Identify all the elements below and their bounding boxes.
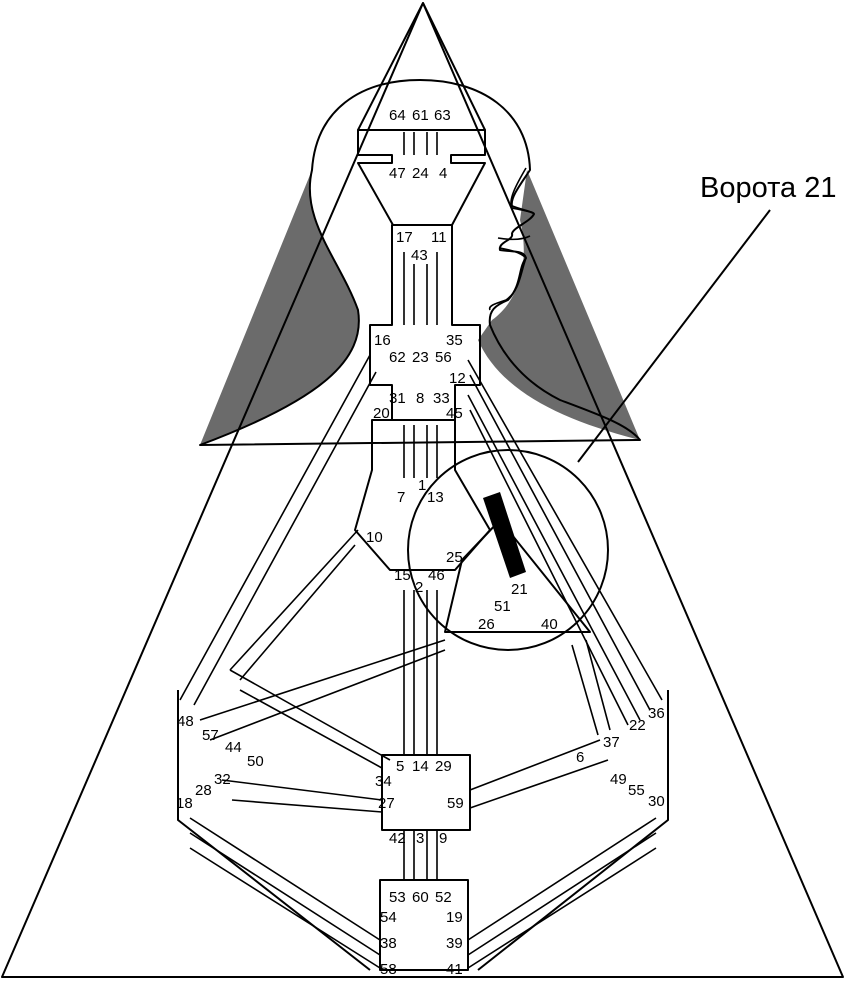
gate-54: 54 — [380, 909, 397, 926]
gate-59: 59 — [447, 795, 464, 812]
gate-1: 1 — [418, 477, 426, 494]
gate-19: 19 — [446, 909, 463, 926]
gate-35: 35 — [446, 332, 463, 349]
gate-22: 22 — [629, 717, 646, 734]
gate-41: 41 — [446, 961, 463, 978]
gate-29: 29 — [435, 758, 452, 775]
gate-46: 46 — [428, 567, 445, 584]
gate-25: 25 — [446, 549, 463, 566]
gate-3: 3 — [416, 830, 424, 847]
gate-64: 64 — [389, 107, 406, 124]
gate-38: 38 — [380, 935, 397, 952]
gate-50: 50 — [247, 753, 264, 770]
gate-numbers: 64 61 63 47 24 4 17 43 11 16 62 23 56 35… — [176, 107, 665, 978]
gate-20: 20 — [373, 405, 390, 422]
heart-center — [444, 519, 591, 633]
spleen-center — [177, 690, 371, 971]
callout-circle — [407, 449, 609, 651]
callout-label: Ворота 21 — [700, 172, 837, 204]
gate-34: 34 — [375, 773, 392, 790]
gate-63: 63 — [434, 107, 451, 124]
nose-line — [510, 167, 535, 215]
gate-17: 17 — [396, 229, 413, 246]
gate-32: 32 — [214, 771, 231, 788]
gate-27: 27 — [378, 795, 395, 812]
gate-14: 14 — [412, 758, 429, 775]
gate-21: 21 — [511, 581, 528, 598]
gate-16: 16 — [374, 332, 391, 349]
gate-12: 12 — [449, 370, 466, 387]
gate-43: 43 — [411, 247, 428, 264]
gate-45: 45 — [446, 405, 463, 422]
gate-30: 30 — [648, 793, 665, 810]
gate-33: 33 — [433, 390, 450, 407]
gate-2: 2 — [415, 579, 423, 596]
gate-60: 60 — [412, 889, 429, 906]
gate-31: 31 — [389, 390, 406, 407]
gate-61: 61 — [412, 107, 429, 124]
sacral-center — [381, 754, 471, 831]
gate-8: 8 — [416, 390, 424, 407]
gate-10: 10 — [366, 529, 383, 546]
gate-37: 37 — [603, 734, 620, 751]
gate-47: 47 — [389, 165, 406, 182]
mouth-line — [497, 235, 531, 259]
gate-57: 57 — [202, 727, 219, 744]
gate-15: 15 — [394, 567, 411, 584]
chin-line — [488, 257, 527, 311]
gate-55: 55 — [628, 782, 645, 799]
gate-39: 39 — [446, 935, 463, 952]
gate-9: 9 — [439, 830, 447, 847]
gate-53: 53 — [389, 889, 406, 906]
gate-21-highlight-bar — [483, 492, 526, 578]
right-aura-shape — [478, 170, 640, 440]
gate-62: 62 — [389, 349, 406, 366]
gate-4: 4 — [439, 165, 447, 182]
gate-18: 18 — [176, 795, 193, 812]
gate-52: 52 — [435, 889, 452, 906]
gate-26: 26 — [478, 616, 495, 633]
gate-49: 49 — [610, 771, 627, 788]
gate-5: 5 — [396, 758, 404, 775]
gate-13: 13 — [427, 489, 444, 506]
gate-56: 56 — [435, 349, 452, 366]
gate-44: 44 — [225, 739, 242, 756]
callout-pointer-line — [577, 209, 771, 463]
left-aura-shape — [200, 170, 359, 445]
gate-58: 58 — [380, 961, 397, 978]
g-center — [354, 419, 491, 571]
gate-11: 11 — [431, 229, 447, 246]
gate-24: 24 — [412, 165, 429, 182]
gate-6: 6 — [576, 749, 584, 766]
gate-23: 23 — [412, 349, 429, 366]
gate-51: 51 — [494, 598, 511, 615]
gate-40: 40 — [541, 616, 558, 633]
gate-48: 48 — [177, 713, 194, 730]
solar-plexus-center — [477, 690, 669, 971]
gate-7: 7 — [397, 489, 405, 506]
channels — [179, 132, 663, 969]
gate-36: 36 — [648, 705, 665, 722]
gate-28: 28 — [195, 782, 212, 799]
gate-42: 42 — [389, 830, 406, 847]
